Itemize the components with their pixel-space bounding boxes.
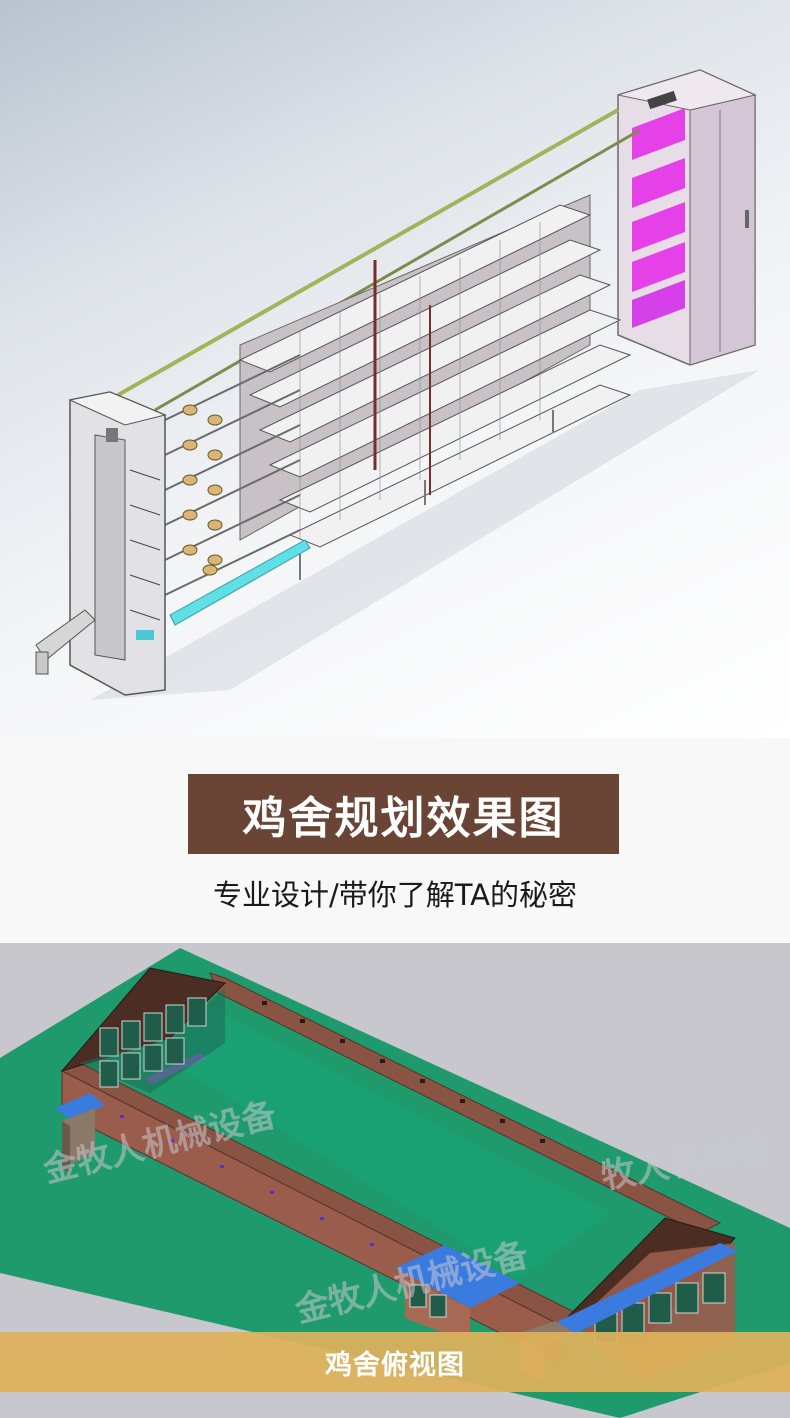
manure-belt (169, 539, 311, 626)
caption-text: 鸡舍俯视图 (325, 1349, 465, 1381)
section-banner: 鸡舍规划效果图 专业设计/带你了解TA的秘密 (0, 738, 790, 943)
cage-render-illustration (35, 69, 760, 700)
front-annex (395, 1245, 520, 1343)
caption-bar: 鸡舍俯视图 (0, 1332, 790, 1392)
cage-system-render (0, 0, 790, 738)
left-tower (35, 391, 167, 696)
cage-body (117, 108, 641, 580)
right-cabinet (617, 69, 757, 366)
section-title: 鸡舍规划效果图 (242, 793, 565, 844)
right-roof-edge (555, 1243, 738, 1335)
section-subtitle: 专业设计/带你了解TA的秘密 (212, 878, 578, 912)
section-title-box: 鸡舍规划效果图 (188, 774, 619, 854)
left-annex (55, 1093, 105, 1173)
roller-units (182, 404, 223, 576)
